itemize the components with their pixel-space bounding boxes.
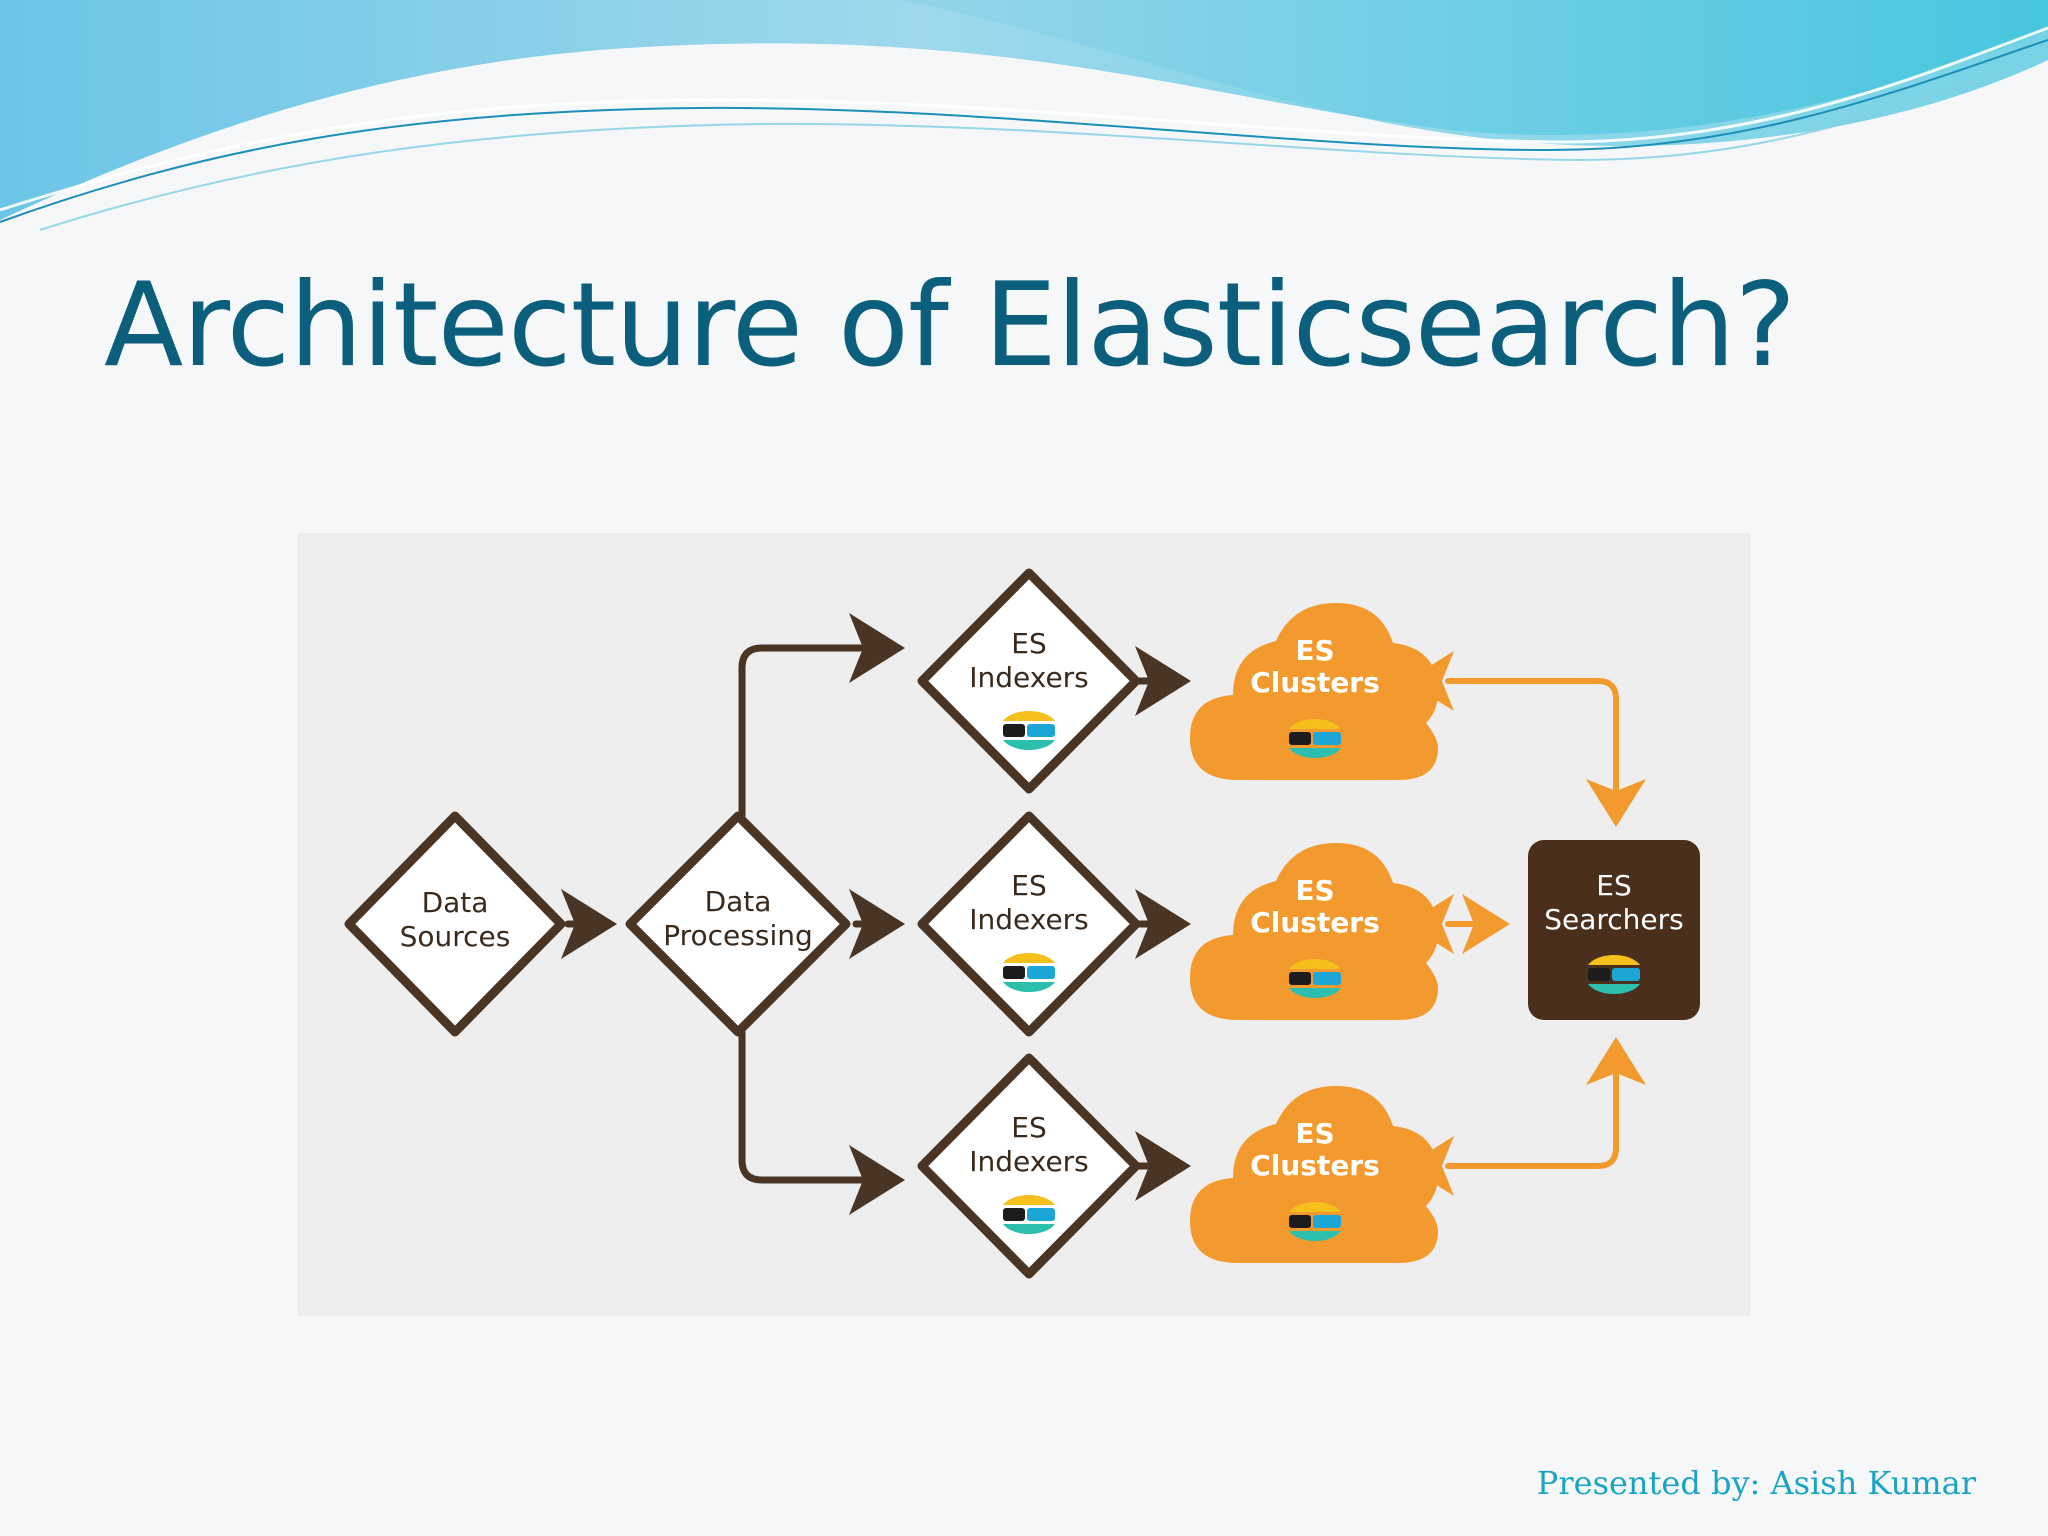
elasticsearch-architecture-diagram: Data Sources Data Processing ES Indexers…: [298, 533, 1750, 1316]
es-searchers-node: ES Searchers: [1528, 840, 1700, 1020]
es-clusters-node-3: ES Clusters: [1190, 1086, 1438, 1263]
es-clusters-node-1: ES Clusters: [1190, 603, 1438, 780]
elastic-logo-icon: [1003, 952, 1055, 993]
arrow-cluster-3-searchers: [1406, 1037, 1646, 1196]
indexers-2-label-1: ES: [1011, 869, 1046, 902]
indexers-2-label-2: Indexers: [969, 903, 1089, 936]
elastic-logo-icon: [1588, 954, 1640, 995]
elastic-logo-icon: [1289, 718, 1341, 759]
presenter-footer: Presented by: Asish Kumar: [1536, 1464, 1976, 1502]
arrow-cluster-1-searchers: [1406, 651, 1646, 827]
slide-title: Architecture of Elasticsearch?: [104, 258, 1796, 393]
elastic-logo-icon: [1289, 958, 1341, 999]
data-processing-node: Data Processing: [625, 811, 851, 1037]
indexers-1-label-1: ES: [1011, 627, 1046, 660]
indexers-1-label-2: Indexers: [969, 661, 1089, 694]
data-sources-label-2: Sources: [400, 920, 511, 953]
es-clusters-node-2: ES Clusters: [1190, 843, 1438, 1020]
searchers-label-1: ES: [1596, 869, 1631, 902]
data-sources-label-1: Data: [422, 886, 489, 919]
arrow-processing-to-indexer-3: [738, 1028, 905, 1215]
es-indexers-node-3: ES Indexers: [917, 1053, 1141, 1279]
elastic-logo-icon: [1003, 710, 1055, 751]
es-indexers-node-1: ES Indexers: [917, 568, 1141, 794]
data-sources-node: Data Sources: [344, 811, 566, 1037]
elastic-logo-icon: [1289, 1201, 1341, 1242]
indexers-3-label-1: ES: [1011, 1111, 1046, 1144]
searchers-label-2: Searchers: [1544, 903, 1684, 936]
indexers-3-label-2: Indexers: [969, 1145, 1089, 1178]
clusters-2-label-2: Clusters: [1250, 906, 1380, 939]
clusters-3-label-2: Clusters: [1250, 1149, 1380, 1182]
arrow-processing-to-indexer-1: [738, 613, 905, 820]
clusters-2-label-1: ES: [1295, 874, 1334, 907]
clusters-3-label-1: ES: [1295, 1117, 1334, 1150]
elastic-logo-icon: [1003, 1194, 1055, 1235]
data-processing-label-1: Data: [705, 885, 772, 918]
data-processing-label-2: Processing: [663, 919, 813, 952]
clusters-1-label-1: ES: [1295, 634, 1334, 667]
clusters-1-label-2: Clusters: [1250, 666, 1380, 699]
es-indexers-node-2: ES Indexers: [917, 811, 1141, 1037]
